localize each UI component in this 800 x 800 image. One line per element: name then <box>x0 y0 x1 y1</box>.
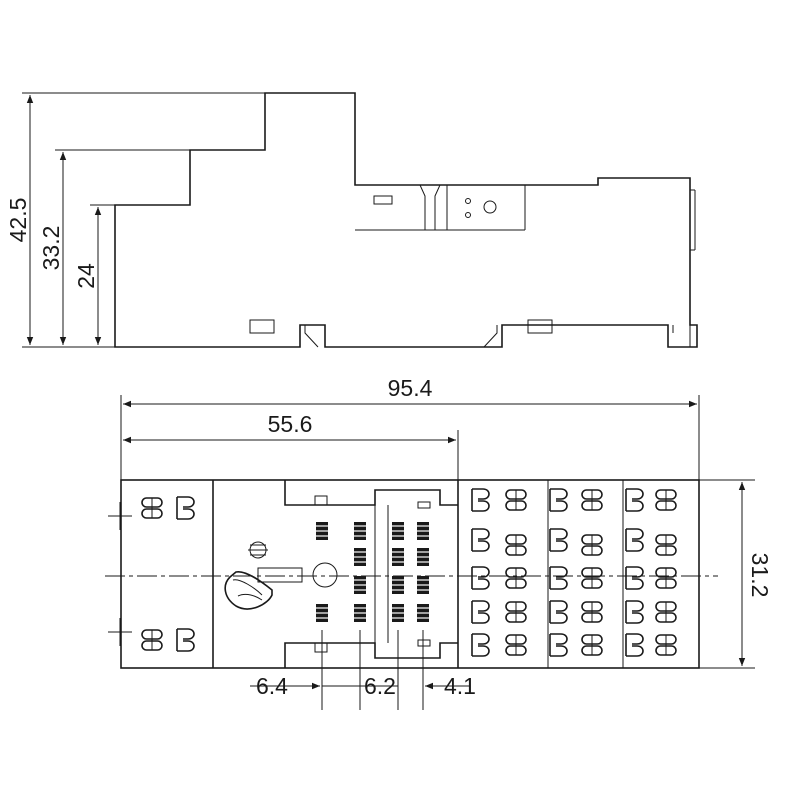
terminal-screw <box>505 634 527 656</box>
dim-label-overall-length: 95.4 <box>388 375 433 401</box>
plus-marks <box>108 502 132 646</box>
pin-group <box>316 522 429 622</box>
dim-label-middle-step: 33.2 <box>38 226 64 271</box>
pin-slot <box>392 548 404 566</box>
terminal-screw <box>655 634 677 656</box>
pin-slot <box>417 522 429 540</box>
key-slot-top-right <box>417 501 431 509</box>
terminal-screw <box>141 497 163 519</box>
terminal-screw <box>141 629 163 651</box>
terminal-clip <box>549 488 568 512</box>
pin-slot <box>354 604 366 622</box>
terminal-clip <box>176 628 195 652</box>
side-view-outline <box>114 92 698 348</box>
terminal-clip <box>625 488 644 512</box>
terminal-screw <box>581 601 603 623</box>
terminal-clip <box>625 566 644 590</box>
socket-pocket <box>284 480 458 668</box>
terminal-screw <box>581 567 603 589</box>
terminal-clip <box>549 633 568 657</box>
terminal-clip <box>625 600 644 624</box>
terminal-clip <box>471 633 490 657</box>
terminal-screw <box>655 567 677 589</box>
foot-slot-right <box>527 319 553 334</box>
terminal-screw <box>581 534 603 556</box>
latch-dot-upper <box>465 198 471 204</box>
terminal-clip <box>549 600 568 624</box>
socket-center-hole <box>312 562 338 588</box>
top-view: 95.4 55.6 31.2 6.4 6.2 4.1 <box>105 375 773 710</box>
dim-label-partial-length: 55.6 <box>268 411 313 437</box>
foot-slot-left <box>249 319 275 334</box>
terminal-clip <box>625 528 644 552</box>
din-rail-clips <box>304 325 691 348</box>
top-view-outline <box>120 479 700 669</box>
pin-slot <box>417 548 429 566</box>
dim-label-overall-height: 42.5 <box>5 198 31 243</box>
dim-label-pitch-left: 6.4 <box>256 673 288 699</box>
key-slot-bottom <box>314 642 328 653</box>
pin-slot <box>392 522 404 540</box>
latch-hole <box>483 200 497 214</box>
latch-slot <box>419 184 441 230</box>
dim-label-pitch-middle: 6.2 <box>364 673 396 699</box>
dim-label-depth: 31.2 <box>747 553 773 598</box>
pitch-extension-lines <box>321 630 424 710</box>
key-slot-top <box>314 495 328 506</box>
terminal-screw <box>505 567 527 589</box>
release-clip-icon <box>224 541 303 610</box>
dim-label-low-step: 24 <box>73 263 99 289</box>
pin-slot <box>354 576 366 594</box>
dim-label-pitch-right: 4.1 <box>444 673 476 699</box>
pin-slot <box>316 522 328 540</box>
terminal-clip <box>625 633 644 657</box>
terminal-clip <box>471 566 490 590</box>
terminal-clip <box>176 496 195 520</box>
terminal-screw <box>655 534 677 556</box>
pin-slot <box>417 576 429 594</box>
latch-window <box>373 195 393 205</box>
pin-slot <box>417 604 429 622</box>
pin-slot <box>316 604 328 622</box>
key-slot-bottom-right <box>417 639 431 647</box>
pin-slot <box>392 604 404 622</box>
pin-slot <box>392 576 404 594</box>
pin-slot <box>354 522 366 540</box>
terminal-screw <box>655 489 677 511</box>
side-view: 42.5 33.2 24 <box>5 92 698 348</box>
terminal-screw <box>581 634 603 656</box>
terminal-clip <box>471 528 490 552</box>
latch-dot-lower <box>465 212 471 218</box>
terminal-clip <box>471 600 490 624</box>
terminal-screw <box>581 489 603 511</box>
terminal-group <box>141 488 677 657</box>
terminal-screw <box>655 601 677 623</box>
terminal-screw <box>505 489 527 511</box>
terminal-clip <box>549 566 568 590</box>
terminal-clip <box>471 488 490 512</box>
pin-slot <box>354 548 366 566</box>
terminal-clip <box>549 528 568 552</box>
terminal-screw <box>505 601 527 623</box>
terminal-screw <box>505 534 527 556</box>
